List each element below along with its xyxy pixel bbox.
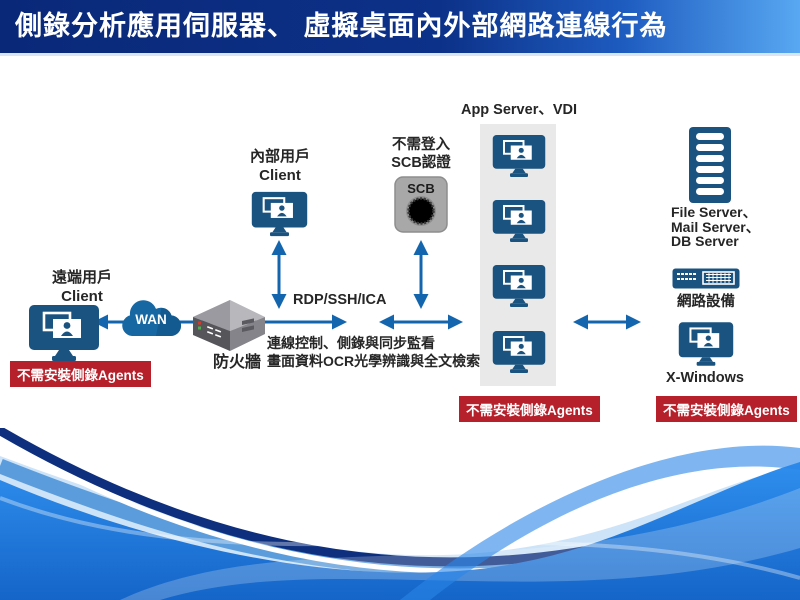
- remote-client-label: 遠端用戶 Client: [51, 269, 112, 305]
- app-vdi-label: App Server、VDI: [460, 102, 578, 118]
- remote-client-monitor-icon: [28, 304, 100, 362]
- vdi-monitor-icon-4: [492, 330, 546, 374]
- firewall-icon: [193, 300, 265, 351]
- firewall-label: 防火牆: [212, 354, 261, 371]
- wan-cloud-icon: WAN: [122, 300, 182, 337]
- server-rack-icon: [688, 126, 732, 204]
- slide-title: 側錄分析應用伺服器、 虛擬桌面內外部網路連線行為: [15, 11, 668, 41]
- caption-text: 連線控制、側錄與同步監看 畫面資料OCR光學辨識與全文檢索: [267, 335, 481, 369]
- server-list-label: File Server、 Mail Server、 DB Server: [671, 204, 760, 249]
- wave-decoration: [0, 428, 800, 600]
- vdi-monitor-icon-1: [492, 134, 546, 178]
- xwindows-label: X-Windows: [665, 370, 744, 386]
- vdi-monitor-icon-2: [492, 199, 546, 243]
- scb-device-icon: SCB: [394, 176, 448, 233]
- vdi-monitor-icon-3: [492, 264, 546, 308]
- scb-note: 不需登入 SCB認證: [391, 137, 451, 171]
- network-switch-icon: [672, 268, 740, 289]
- protocol-label: RDP/SSH/ICA: [293, 292, 387, 308]
- title-bar: 側錄分析應用伺服器、 虛擬桌面內外部網路連線行為: [0, 0, 800, 56]
- wan-label: WAN: [135, 312, 167, 327]
- internal-client-monitor-icon: [251, 191, 308, 237]
- xwindows-badge: 不需安裝側錄Agents: [656, 396, 797, 422]
- network-device-label: 網路設備: [677, 294, 735, 310]
- remote-client-badge: 不需安裝側錄Agents: [10, 361, 151, 387]
- vdi-badge: 不需安裝側錄Agents: [459, 396, 600, 422]
- internal-client-label: 內部用戶 Client: [249, 148, 310, 184]
- scb-device-label: SCB: [407, 181, 434, 196]
- xwindows-monitor-icon: [678, 321, 734, 367]
